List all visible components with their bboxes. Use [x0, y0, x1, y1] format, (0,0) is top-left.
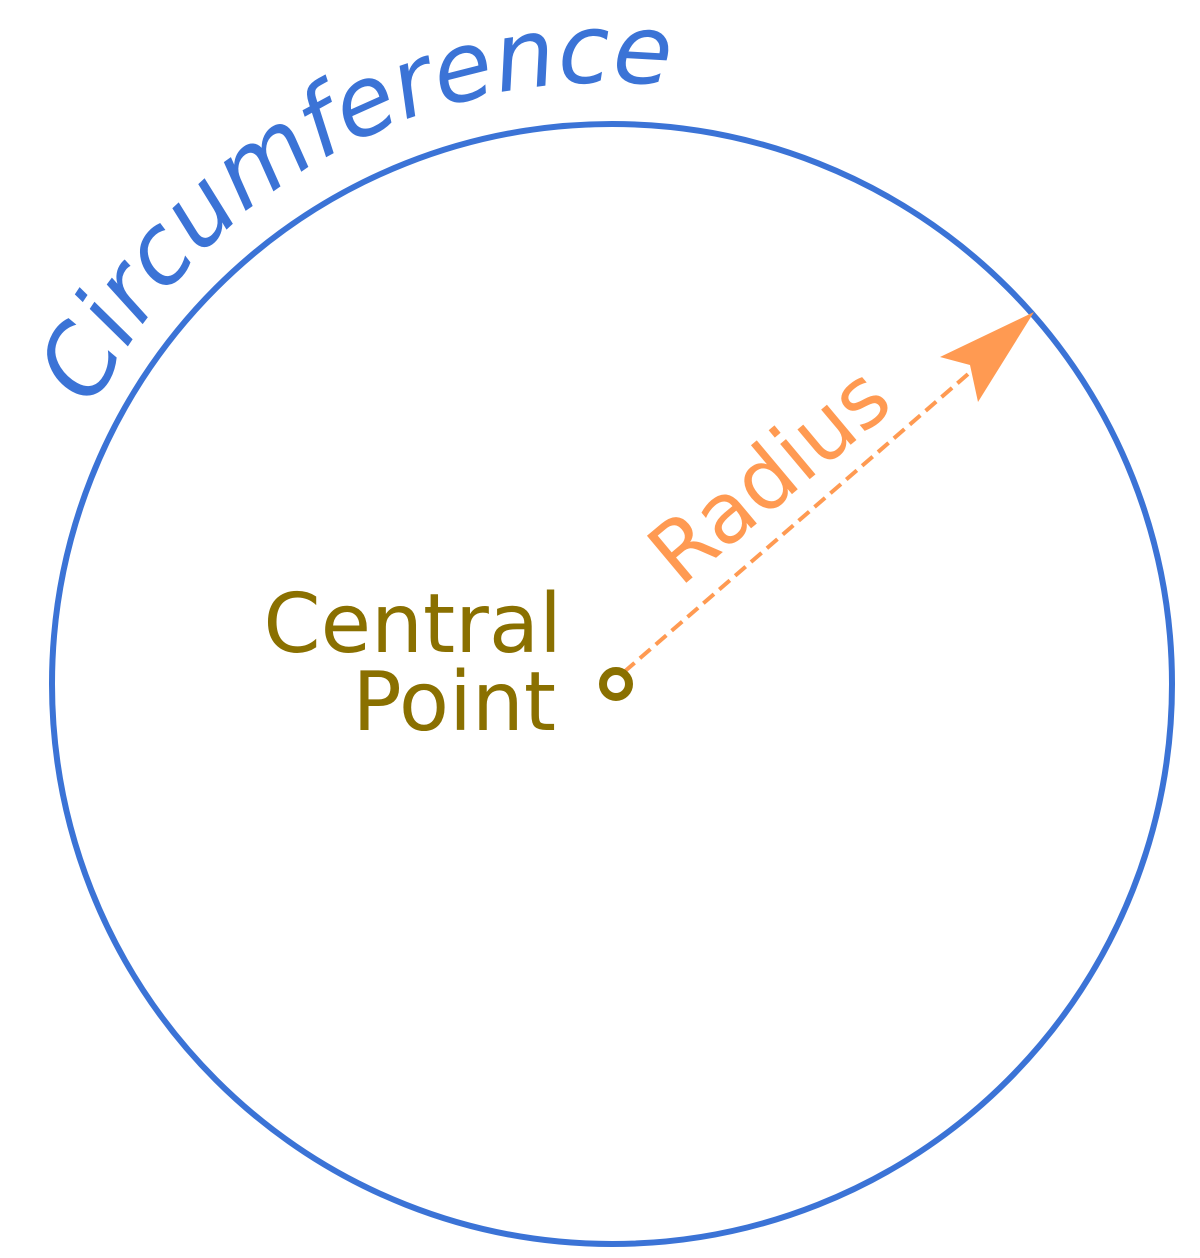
radius-label: Radius — [630, 347, 909, 603]
circumference-label-path: Circumference — [15, 0, 676, 419]
circumference-label: Circumference — [15, 0, 676, 419]
central-point-label-line2: Point — [352, 655, 556, 750]
radius-arrowhead — [940, 312, 1034, 402]
central-point-label-line1: Central — [263, 577, 562, 672]
central-point-label: Central Point — [263, 577, 588, 750]
circumference-circle — [49, 121, 1175, 1247]
radius-line — [622, 360, 984, 674]
central-point-marker — [599, 667, 633, 701]
